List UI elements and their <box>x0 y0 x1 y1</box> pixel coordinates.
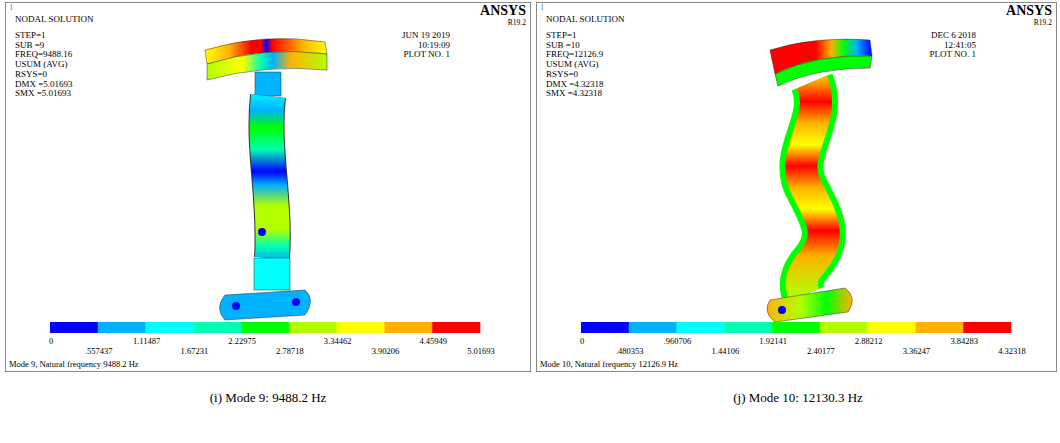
colorbar-band <box>337 322 385 333</box>
colorbar-band <box>581 322 629 333</box>
mode-caption: Mode 10, Natural frequency 12126.9 Hz <box>540 360 678 369</box>
contour-value: 3.84283 <box>950 337 978 346</box>
solution-type: NODAL SOLUTION <box>15 15 93 24</box>
colorbar-band <box>98 322 146 333</box>
contour-value: 2.22975 <box>228 337 256 346</box>
contour-value: 1.11487 <box>133 337 160 346</box>
mode-caption: Mode 9, Natural frequency 9488.2 Hz <box>9 360 139 369</box>
contour-value: .960706 <box>664 337 692 346</box>
colorbar-band <box>384 322 432 333</box>
result-item: USUM (AVG) <box>15 60 68 69</box>
plot-number: PLOT NO. 1 <box>403 50 450 59</box>
contour-value: 4.45949 <box>419 337 447 346</box>
colorbar-band <box>146 322 194 333</box>
solution-type: NODAL SOLUTION <box>546 15 624 24</box>
result-panel: 1NODAL SOLUTION STEP=1SUB =9FREQ=9488.16U… <box>5 2 531 372</box>
contour-value: 2.40177 <box>807 347 835 356</box>
plot-time: 12:41:05 <box>944 41 976 50</box>
plot-index: 1 <box>9 4 13 12</box>
colorbar-band <box>241 322 289 333</box>
max-displacement: DMX =5.01693 <box>15 80 73 89</box>
colorbar-band <box>50 322 98 333</box>
contour-value: 2.78718 <box>276 347 304 356</box>
colorbar-band <box>915 322 963 333</box>
contour-value: 0 <box>49 337 53 346</box>
contour-value: 1.67231 <box>181 347 209 356</box>
max-value: SMX =5.01693 <box>15 89 71 98</box>
contour-value: 1.92141 <box>759 337 787 346</box>
frequency: FREQ=12126.9 <box>546 50 603 59</box>
colorbar-band <box>724 322 772 333</box>
contour-value: .480353 <box>616 347 644 356</box>
frequency: FREQ=9488.16 <box>15 50 72 59</box>
colorbar-band <box>820 322 868 333</box>
result-panel: 1NODAL SOLUTION STEP=1SUB =10FREQ=12126.9… <box>536 2 1057 372</box>
colorbar-band <box>289 322 337 333</box>
colorbar-band <box>963 322 1011 333</box>
max-value: SMX =4.32318 <box>546 89 602 98</box>
bracket-mode10 <box>767 39 872 322</box>
plot-time: 10:19:09 <box>418 41 450 50</box>
step: STEP=1 <box>546 31 577 40</box>
contour-value: 1.44106 <box>712 347 740 356</box>
plot-number: PLOT NO. 1 <box>929 50 976 59</box>
contour-value: 4.32318 <box>998 347 1026 356</box>
coordinate-system: RSYS=0 <box>15 70 47 79</box>
subfigure-caption: (i) Mode 9: 9488.2 Hz <box>210 391 327 404</box>
colorbar-band <box>772 322 820 333</box>
colorbar-band <box>193 322 241 333</box>
max-displacement: DMX =4.32318 <box>546 80 604 89</box>
coordinate-system: RSYS=0 <box>546 70 578 79</box>
colorbar-band <box>677 322 725 333</box>
plot-date: JUN 19 2019 <box>402 31 450 40</box>
software-version: R19.2 <box>508 19 526 27</box>
plot-index: 1 <box>540 4 544 12</box>
contour-value: 5.01693 <box>467 347 495 356</box>
plot-date: DEC 6 2018 <box>931 31 976 40</box>
step: STEP=1 <box>15 31 46 40</box>
colorbar-band <box>432 322 480 333</box>
contour-value: 3.90206 <box>372 347 400 356</box>
colorbar-band <box>868 322 916 333</box>
substep: SUB =9 <box>15 41 44 50</box>
subfigure-caption: (j) Mode 10: 12130.3 Hz <box>733 391 863 404</box>
contour-value: 3.36247 <box>903 347 931 356</box>
substep: SUB =10 <box>546 41 580 50</box>
contour-value: .557437 <box>85 347 113 356</box>
software-logo: ANSYS <box>1006 4 1052 18</box>
result-item: USUM (AVG) <box>546 60 599 69</box>
contour-value: 2.88212 <box>855 337 883 346</box>
bracket-mode9 <box>205 38 327 320</box>
software-version: R19.2 <box>1034 19 1052 27</box>
colorbar-band <box>629 322 677 333</box>
software-logo: ANSYS <box>480 4 526 18</box>
contour-value: 0 <box>580 337 584 346</box>
contour-value: 3.34462 <box>324 337 352 346</box>
